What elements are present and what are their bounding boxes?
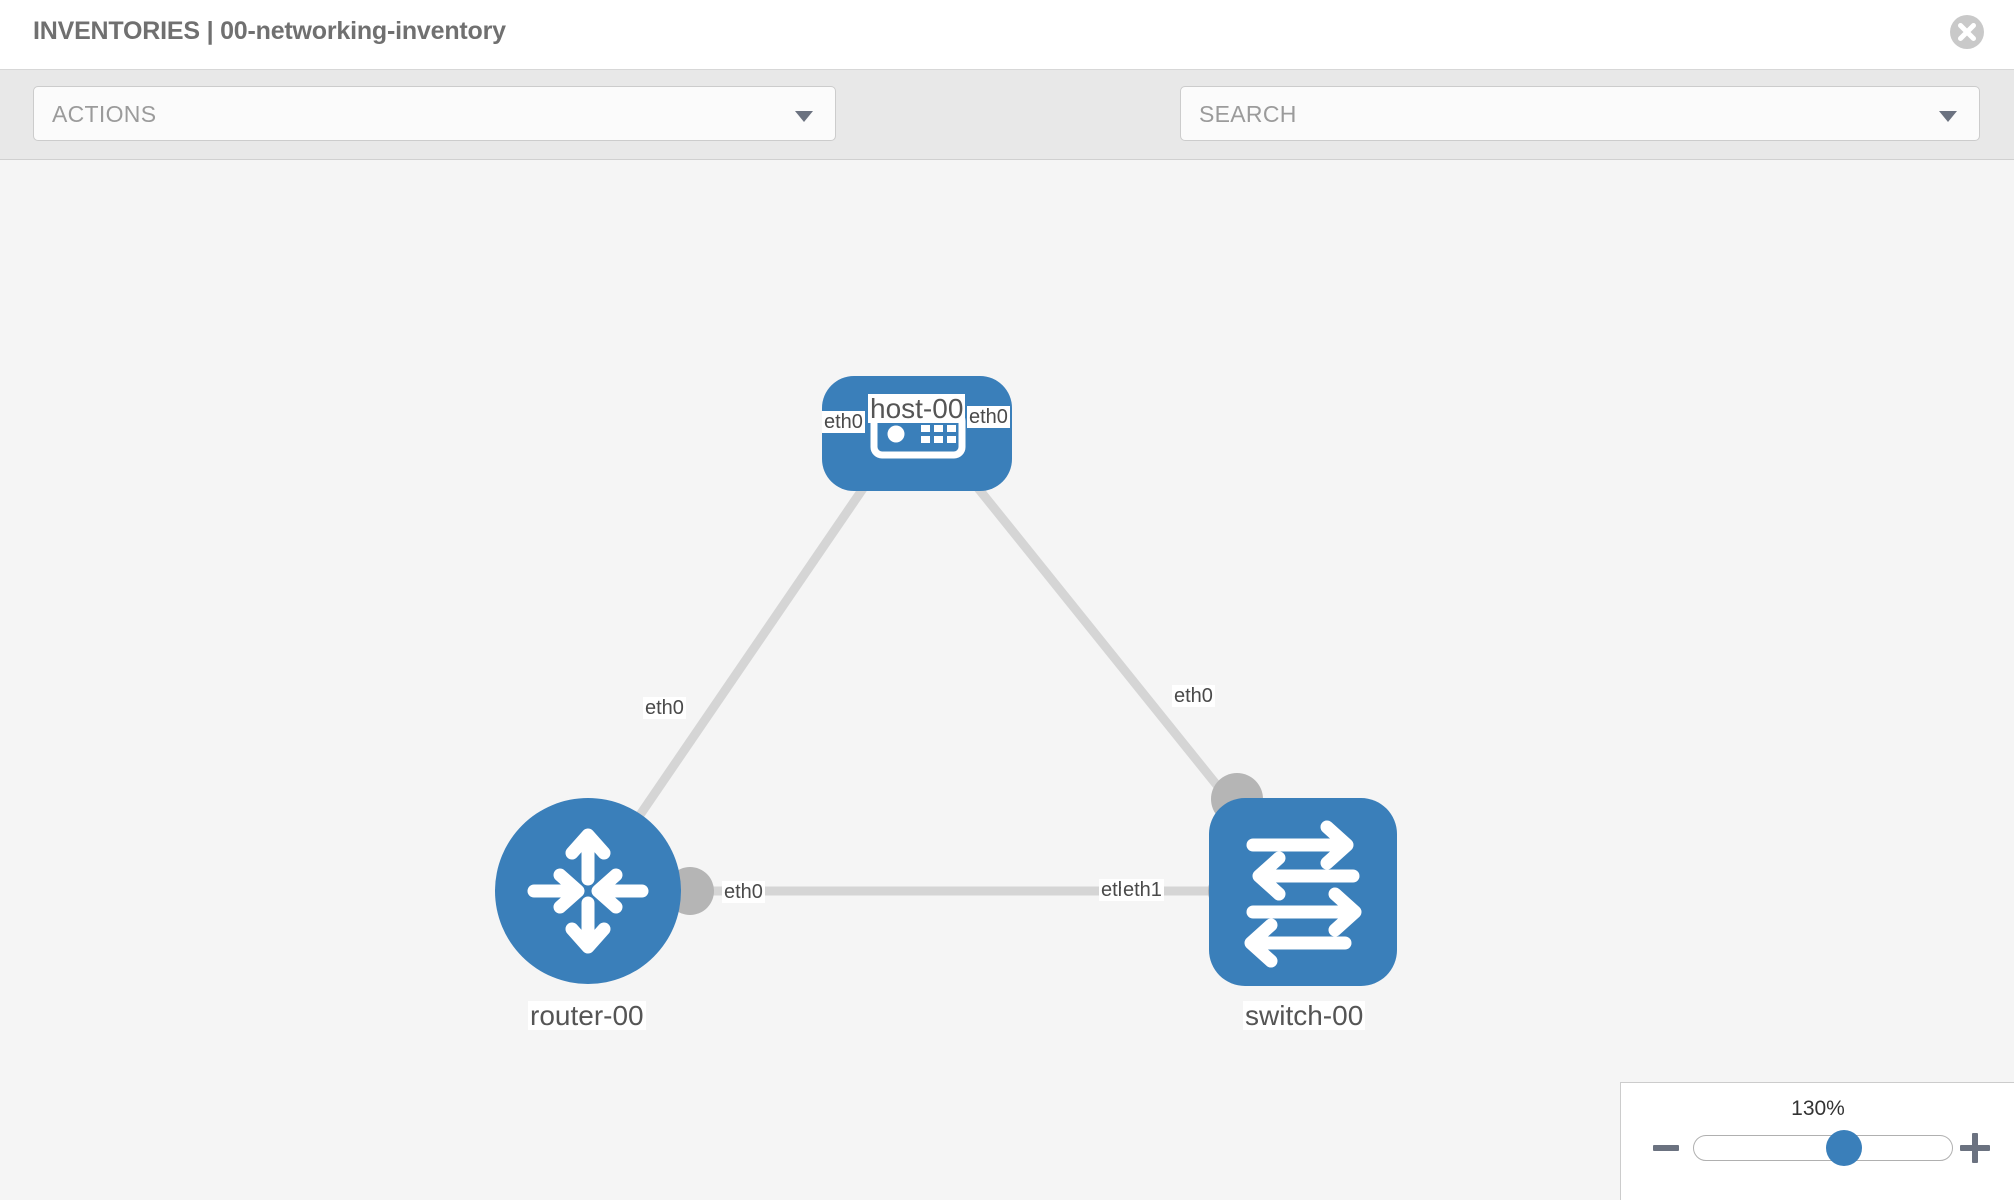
close-icon[interactable]: [1945, 10, 1989, 54]
node-label-switch: switch-00: [1243, 1000, 1366, 1031]
node-switch-00[interactable]: [1209, 798, 1397, 986]
actions-dropdown-label: ACTIONS: [52, 101, 157, 127]
router-arrows-icon: [527, 828, 649, 954]
interface-label-switch-left-b: eth1: [1121, 879, 1164, 901]
topology-graph: [495, 376, 1397, 986]
interface-label-switch-up: eth0: [1172, 685, 1215, 707]
zoom-in-button[interactable]: [1960, 1133, 1990, 1163]
page-title: INVENTORIES | 00-networking-inventory: [33, 17, 506, 45]
chevron-down-icon[interactable]: [1939, 111, 1957, 122]
zoom-percent-label: 130%: [1791, 1097, 1845, 1120]
node-label-host: host-00: [868, 393, 966, 424]
interfaces-layer: [666, 432, 1263, 915]
search-placeholder: SEARCH: [1199, 101, 1297, 127]
zoom-out-button[interactable]: [1653, 1145, 1679, 1151]
node-label-router: router-00: [528, 1000, 646, 1031]
page-header: INVENTORIES | 00-networking-inventory: [0, 0, 2014, 70]
zoom-control-panel: 130%: [1620, 1082, 2014, 1200]
actions-dropdown[interactable]: ACTIONS: [33, 86, 836, 141]
node-router-00[interactable]: [495, 798, 681, 984]
switch-arrows-icon: [1244, 820, 1362, 968]
interface-label-host-left: eth0: [822, 411, 865, 433]
zoom-slider[interactable]: [1693, 1130, 1953, 1166]
interface-label-host-right: eth0: [967, 406, 1010, 428]
search-input[interactable]: SEARCH: [1180, 86, 1980, 141]
interface-label-router-right: eth0: [722, 881, 765, 903]
chevron-down-icon: [795, 111, 813, 122]
interface-label-router-up: eth0: [643, 697, 686, 719]
topology-canvas[interactable]: host-00 router-00 switch-00 eth0 eth0 et…: [0, 161, 2014, 1200]
zoom-slider-thumb[interactable]: [1825, 1130, 1862, 1166]
toolbar: ACTIONS SEARC: [0, 70, 2014, 201]
